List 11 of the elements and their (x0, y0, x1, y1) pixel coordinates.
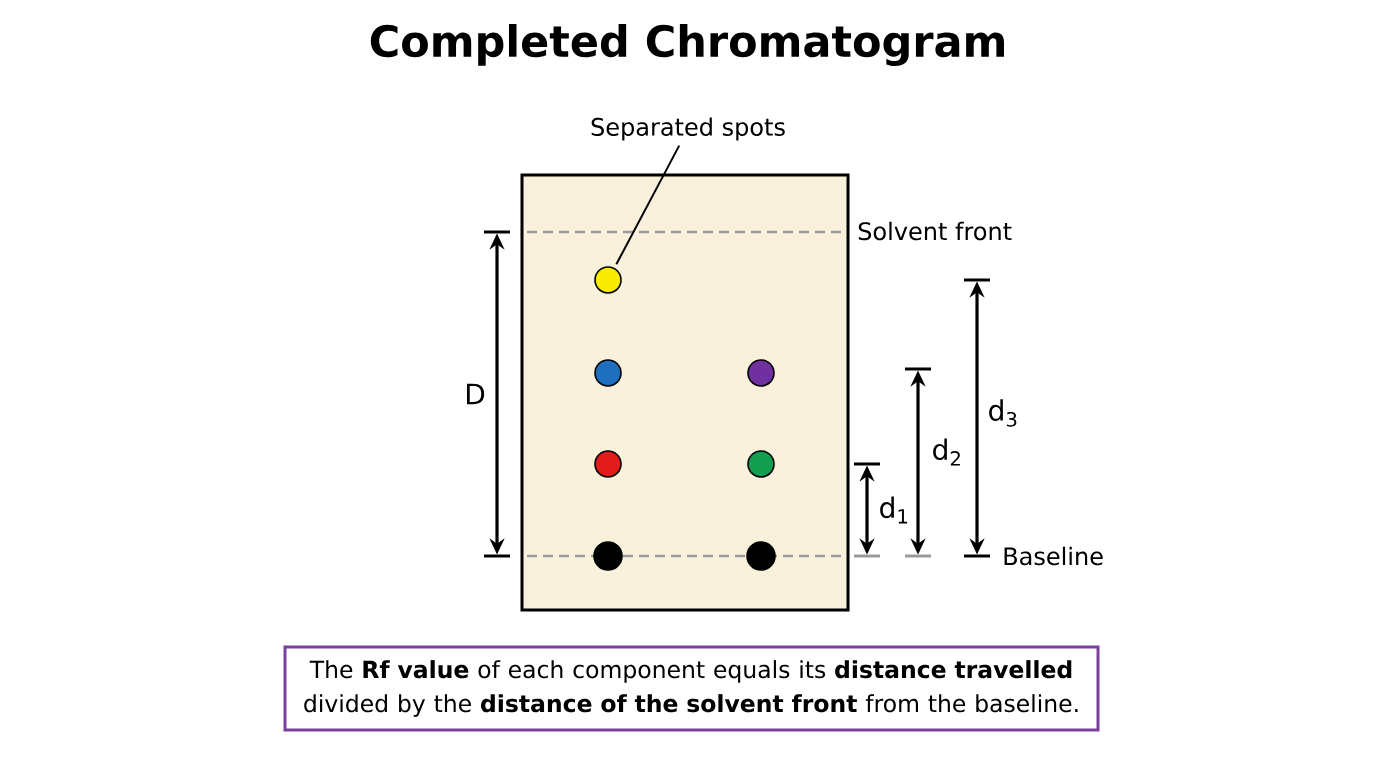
line-label: Solvent front (858, 221, 1012, 241)
note-box: The Rf value of each component equals its distance travelled divided by the distance of the solvent front from the baseline. (283, 645, 1100, 732)
dimension-label: d$_{3}$ (989, 399, 1017, 427)
callout-text: Separated spots (591, 117, 785, 141)
dimension-label: d$_{1}$ (880, 496, 908, 524)
title: Completed Chromatogram (370, 24, 1004, 66)
line-label: Baseline (1004, 546, 1103, 566)
dimension-label: D (466, 383, 485, 405)
leader-line (615, 144, 681, 266)
spot (594, 266, 622, 294)
dimension-label: d$_{2}$ (933, 438, 960, 466)
